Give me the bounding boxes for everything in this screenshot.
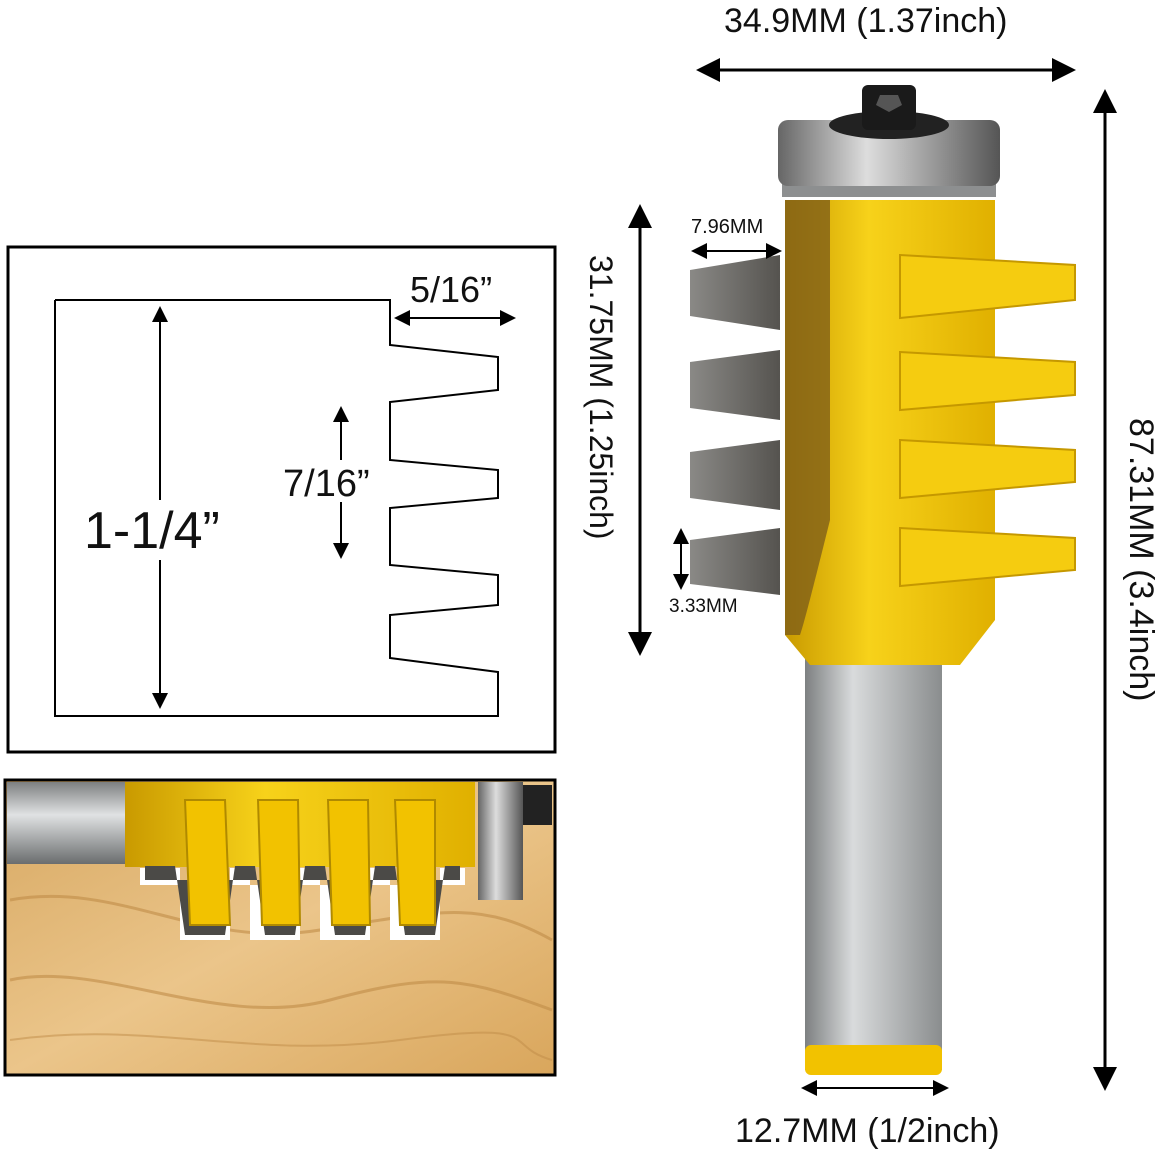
bit-dimensions: 34.9MM (1.37inch) 87.31MM (3.4inch) 31.7… bbox=[583, 2, 1160, 1150]
joint-profile-diagram: 5/16” 7/16” 1-1/4” bbox=[6, 245, 557, 754]
router-bit-photo bbox=[690, 85, 1076, 1075]
guide-bearing bbox=[778, 120, 1000, 186]
total-height-label: 1-1/4” bbox=[84, 502, 220, 560]
shank bbox=[805, 650, 942, 1070]
tenon-depth-label: 5/16” bbox=[410, 269, 492, 310]
carbide-cutters bbox=[690, 255, 780, 595]
in-use-photo bbox=[3, 778, 557, 1077]
shank-diameter-label: 12.7MM (1/2inch) bbox=[735, 1112, 1000, 1150]
cutting-height-label: 31.75MM (1.25inch) bbox=[583, 255, 619, 540]
overall-diameter-label: 34.9MM (1.37inch) bbox=[724, 2, 1007, 40]
finger-pitch-label: 7/16” bbox=[283, 463, 370, 505]
finger-thickness-label: 3.33MM bbox=[669, 596, 738, 617]
overall-length-label: 87.31MM (3.4inch) bbox=[1122, 418, 1160, 701]
finger-depth-label: 7.96MM bbox=[691, 216, 763, 238]
finger-profile-outline bbox=[54, 299, 499, 717]
